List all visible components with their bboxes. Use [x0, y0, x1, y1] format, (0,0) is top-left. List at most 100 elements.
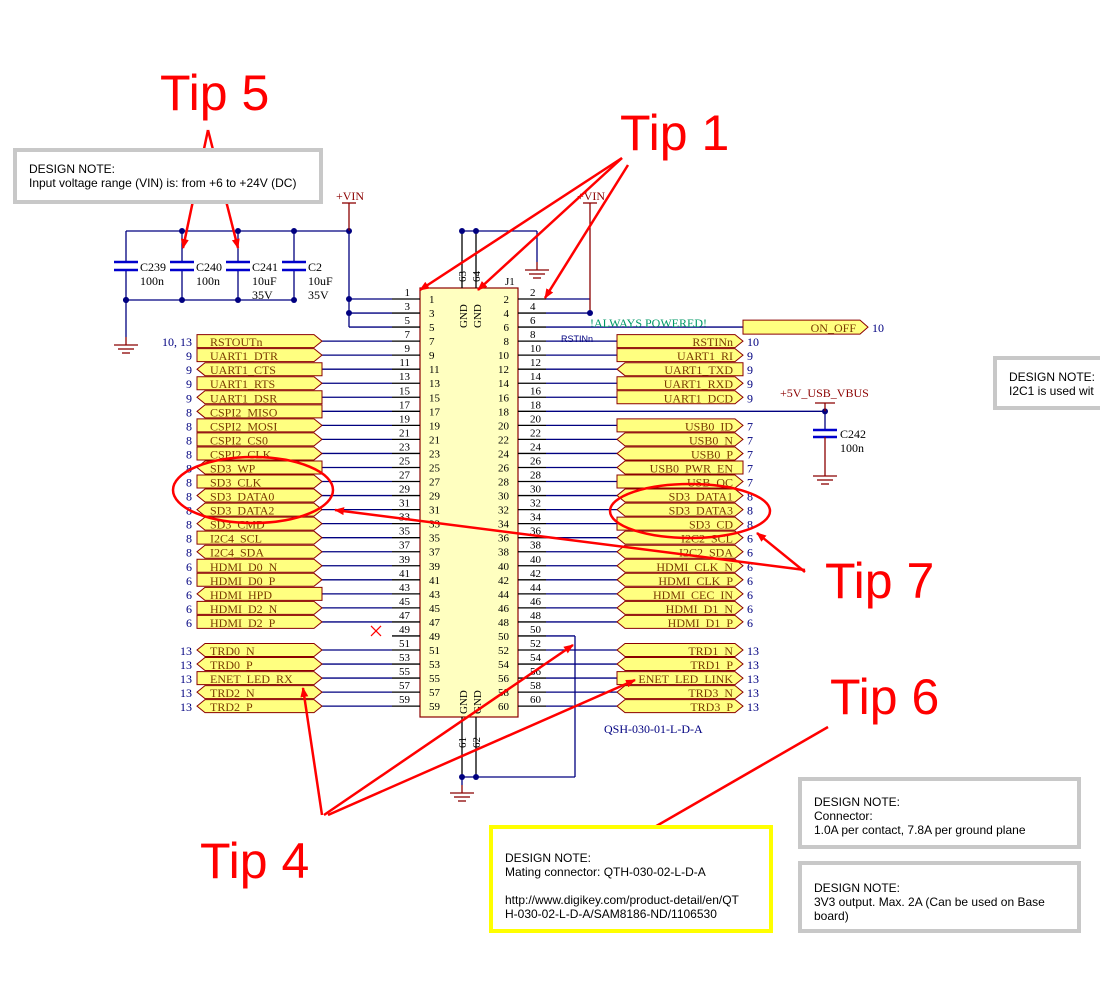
net-label-uart1-rts: [196, 376, 323, 391]
capacitor-rating: 35V: [252, 288, 273, 302]
sheet-reference: 8: [747, 504, 753, 518]
pin-number: 30: [530, 484, 542, 496]
highlight-ellipse: [608, 482, 772, 540]
pin-number-inner: 57: [429, 687, 441, 699]
pin-number: 16: [530, 385, 542, 397]
pin-number: 36: [530, 526, 542, 538]
pin-number: 59: [399, 694, 411, 706]
pin-number-inner: 28: [498, 477, 510, 489]
net-label-cspi2-clk: [196, 446, 323, 461]
net-label-text: ENET_LED_RX: [210, 672, 293, 686]
net-label-usb0-p: [616, 446, 744, 461]
pin-number-inner: 38: [498, 547, 510, 559]
pin-number-inner: 18: [498, 406, 510, 418]
pin-number: 24: [530, 441, 542, 453]
power-label-vin: +VIN: [336, 189, 364, 203]
pin-number-inner: 17: [429, 406, 441, 418]
net-label-trd2-p: [196, 699, 323, 714]
pin-number: 2: [530, 287, 536, 299]
pin-number-inner: 1: [429, 294, 435, 306]
net-label-text: TRD0_P: [210, 658, 253, 672]
pin-number: 49: [399, 624, 411, 636]
net-label-uart1-rxd: [616, 376, 744, 391]
gnd-pin-label: GND: [458, 690, 470, 714]
net-label-text: SD3_DATA3: [669, 504, 733, 518]
sheet-reference: 6: [747, 574, 753, 588]
pin-number: 20: [530, 413, 542, 425]
note-text: 3V3 output. Max. 2A (Can be used on Base…: [814, 895, 1045, 923]
net-label-trd3-p: [616, 699, 744, 714]
pin-number-inner: 31: [429, 505, 440, 517]
pin-number-inner: 34: [498, 519, 510, 531]
pin-number: 18: [530, 399, 542, 411]
net-label-text: HDMI_CLK_P: [658, 574, 733, 588]
pin-number: 64: [471, 271, 483, 283]
capacitor-rating: 35V: [308, 288, 329, 302]
pin-number-inner: 4: [504, 308, 510, 320]
sheet-reference: 13: [180, 672, 192, 686]
net-label-sd3-data0: [196, 488, 323, 503]
net-label-uart1-dcd: [616, 390, 744, 405]
net-label-text: TRD2_P: [210, 700, 253, 714]
pin-number-inner: 19: [429, 420, 441, 432]
junction-dot: [346, 310, 352, 317]
pin-number-inner: 49: [429, 631, 441, 643]
sheet-reference: 9: [186, 391, 192, 405]
pin-number: 61: [457, 737, 469, 748]
annotation-arrow: [477, 157, 623, 291]
pin-number: 26: [530, 455, 542, 467]
net-label-text: CSPI2_MISO: [210, 405, 278, 419]
pin-number: 7: [405, 329, 411, 341]
junction-dot: [291, 228, 297, 234]
pin-number: 17: [399, 399, 411, 411]
annotation-arrow: [756, 532, 806, 573]
pin-number-inner: 55: [429, 673, 441, 685]
annotation-arrow: [334, 507, 806, 572]
tip-1-label: Tip 1: [620, 105, 730, 161]
connector-body: [419, 287, 519, 718]
net-label-text: HDMI_D2_P: [210, 616, 276, 630]
pin-number: 28: [530, 470, 542, 482]
pin-number: 58: [530, 680, 542, 692]
pin-number-inner: 41: [429, 575, 440, 587]
sheet-reference: 13: [747, 658, 759, 672]
net-label-text: RSTINn: [692, 335, 733, 349]
pin-number-inner: 32: [498, 505, 509, 517]
pin-number: 55: [399, 666, 411, 678]
sheet-reference: 9: [747, 377, 753, 391]
net-label-text: CSPI2_CS0: [210, 433, 268, 447]
net-label-i2c4-scl: [196, 530, 323, 545]
net-label-text: SD3_CLK: [210, 476, 262, 490]
net-label-text: UART1_RXD: [664, 377, 734, 391]
net-label-i2c2-sda: [616, 544, 744, 559]
pin-number-inner: 5: [429, 322, 435, 334]
sheet-reference: 6: [186, 602, 192, 616]
pin-number-inner: 53: [429, 659, 441, 671]
sheet-reference: 7: [747, 461, 753, 475]
net-label-usb0-pwr-en: [616, 460, 744, 475]
pin-number-inner: 39: [429, 561, 441, 573]
no-connect-icon: [370, 625, 382, 637]
pin-number-inner: 8: [504, 336, 510, 348]
capacitor-value: 10uF: [252, 274, 277, 288]
pin-number-inner: 29: [429, 491, 441, 503]
pin-number-inner: 9: [429, 350, 435, 362]
capacitor-value: 10uF: [308, 274, 333, 288]
pin-number-inner: 46: [498, 603, 510, 615]
pin-number-inner: 13: [429, 378, 441, 390]
net-label-text: SD3_DATA2: [210, 504, 274, 518]
pin-number: 32: [530, 498, 541, 510]
pin-number: 46: [530, 596, 542, 608]
net-label-uart1-dsr: [196, 390, 323, 405]
pin-number-inner: 36: [498, 533, 510, 545]
pin-number-inner: 43: [429, 589, 441, 601]
net-label-text: TRD2_N: [210, 686, 255, 700]
net-label-text: SD3_DATA1: [669, 490, 733, 504]
sheet-reference: 8: [747, 490, 753, 504]
design-note-connector: DESIGN NOTE: Connector: 1.0A per contact…: [798, 777, 1081, 849]
net-label-text: USB0_PWR_EN: [650, 461, 734, 475]
pin-number: 1: [405, 287, 411, 299]
sheet-reference: 9: [186, 349, 192, 363]
sheet-reference: 6: [747, 602, 753, 616]
sheet-reference: 9: [186, 377, 192, 391]
